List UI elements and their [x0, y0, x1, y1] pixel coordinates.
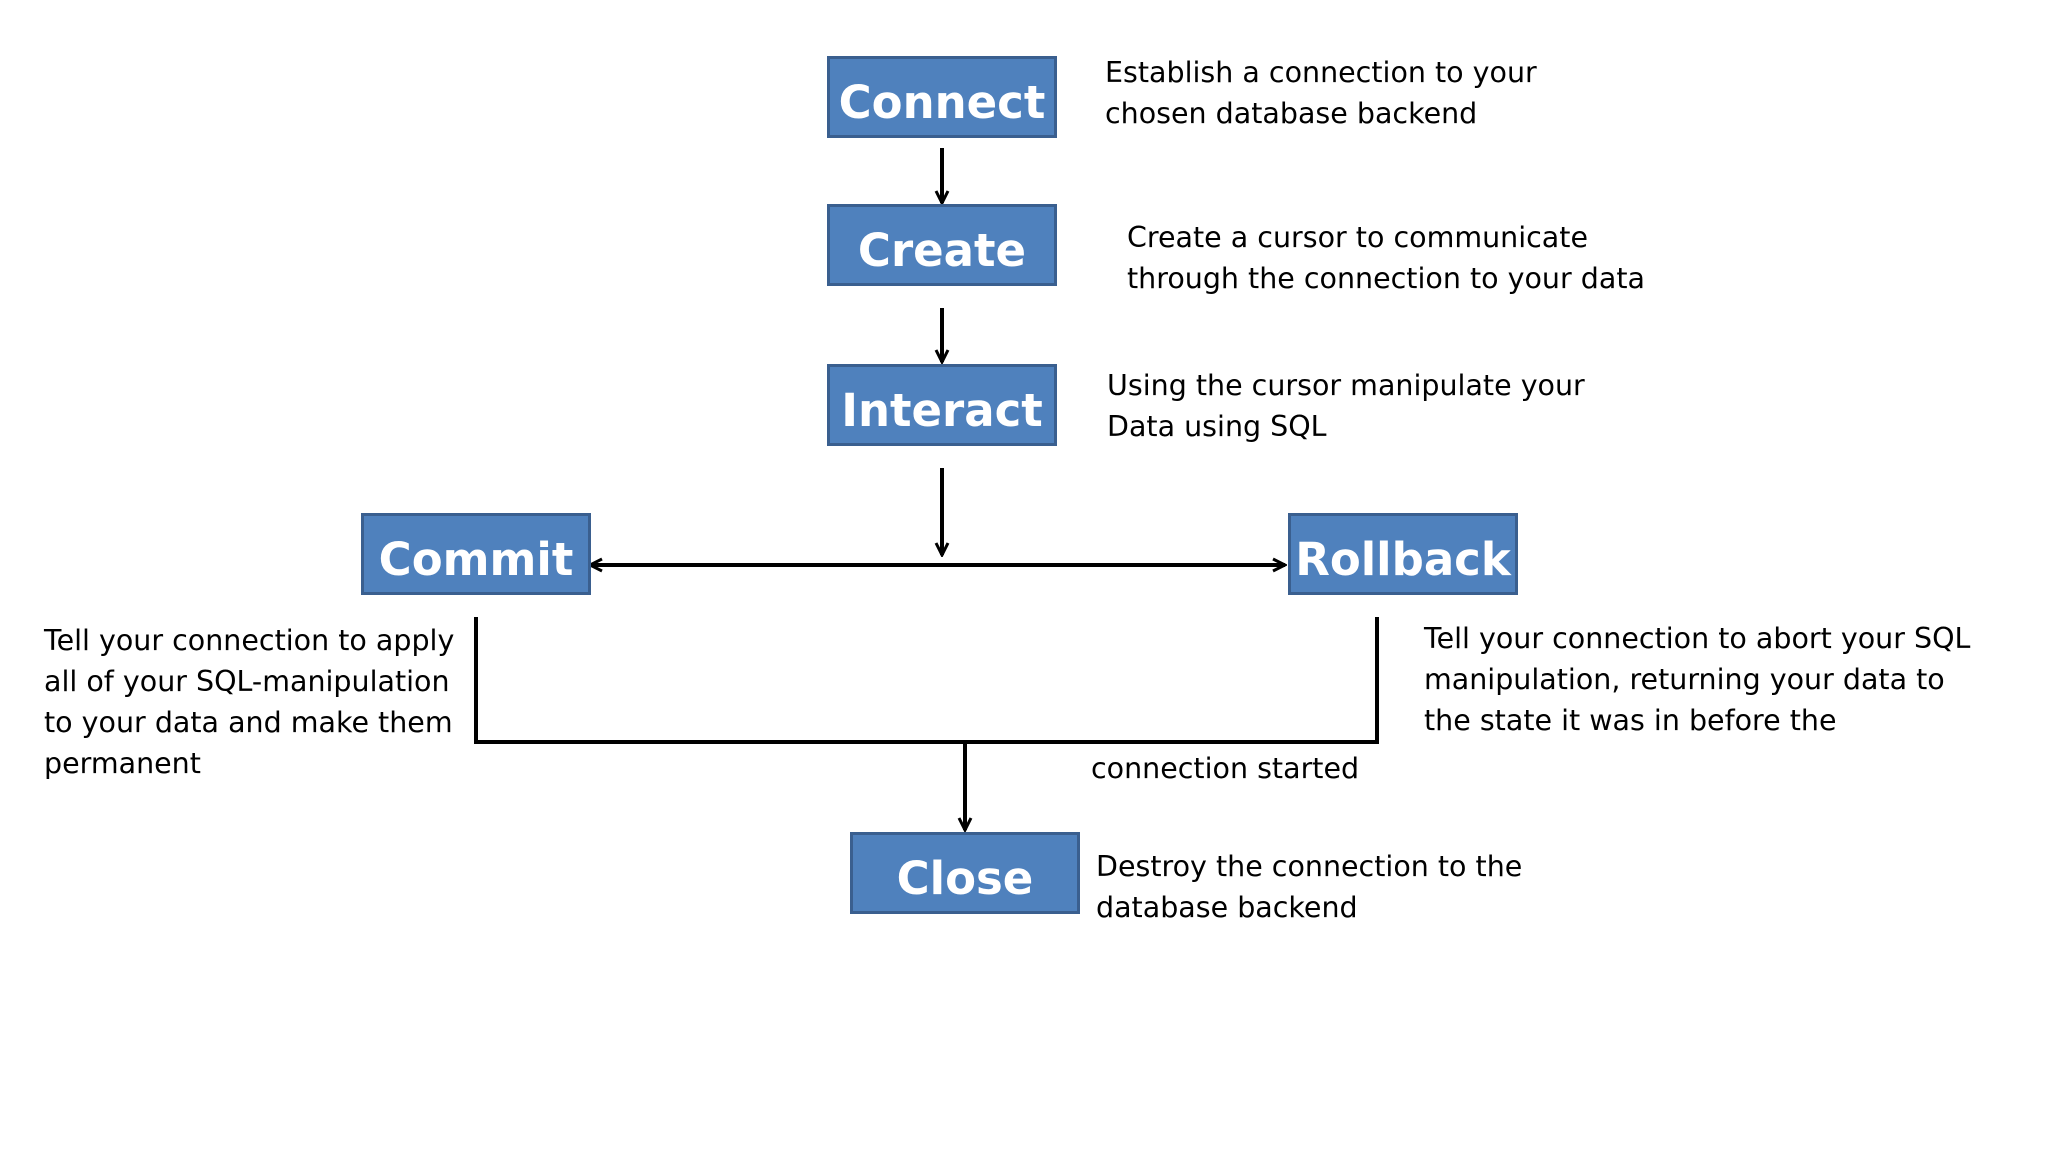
interact-description-line-1: Using the cursor manipulate your	[1107, 369, 1585, 402]
commit-description-line-2: all of your SQL-manipulation	[44, 665, 450, 698]
commit-description: Tell your connection to apply all of you…	[44, 620, 454, 784]
connect-description: Establish a connection to your chosen da…	[1105, 52, 1537, 134]
rollback-description-line-1: Tell your connection to abort your SQL	[1424, 622, 1971, 655]
connect-description-line-1: Establish a connection to your	[1105, 56, 1537, 89]
create-description-line-2: through the connection to your data	[1127, 262, 1645, 295]
connect-box: Connect	[827, 56, 1057, 138]
rollback-description-tail: connection started	[1091, 752, 1360, 785]
create-box: Create	[827, 204, 1057, 286]
close-box: Close	[850, 832, 1080, 914]
commit-description-line-4: permanent	[44, 747, 201, 780]
commit-label: Commit	[378, 532, 574, 586]
close-description-line-1: Destroy the connection to the	[1096, 850, 1523, 883]
rollback-description-line-2: manipulation, returning your data to	[1424, 663, 1945, 696]
close-description: Destroy the connection to the database b…	[1096, 846, 1522, 928]
interact-box: Interact	[827, 364, 1057, 446]
create-label: Create	[857, 223, 1027, 277]
close-label: Close	[896, 851, 1034, 905]
close-description-line-2: database backend	[1096, 891, 1358, 924]
commit-description-line-1: Tell your connection to apply	[44, 624, 455, 657]
rollback-description-line-3: the state it was in before the	[1424, 704, 1837, 737]
connect-description-line-2: chosen database backend	[1105, 97, 1478, 130]
commit-description-line-3: to your data and make them	[44, 706, 453, 739]
create-description-line-1: Create a cursor to communicate	[1127, 221, 1588, 254]
rollback-box: Rollback	[1288, 513, 1518, 595]
interact-description: Using the cursor manipulate your Data us…	[1107, 365, 1585, 447]
rollback-description: Tell your connection to abort your SQL m…	[1424, 618, 1970, 741]
interact-description-line-2: Data using SQL	[1107, 410, 1327, 443]
create-description: Create a cursor to communicate through t…	[1127, 217, 1645, 299]
interact-label: Interact	[841, 383, 1043, 437]
connect-label: Connect	[838, 75, 1046, 129]
rollback-label: Rollback	[1295, 532, 1511, 586]
line-commit-rollback-merge	[474, 617, 1379, 744]
commit-box: Commit	[361, 513, 591, 595]
